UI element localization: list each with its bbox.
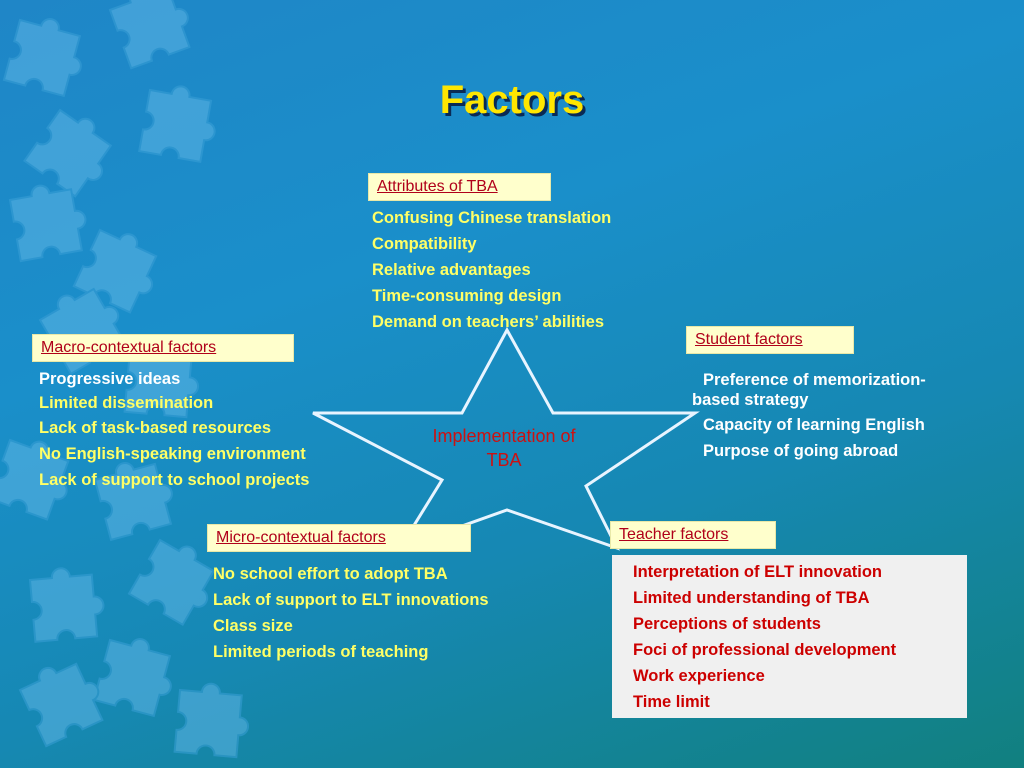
list-item: Time-consuming design	[372, 287, 562, 305]
star-outline	[312, 326, 700, 551]
list-item: Interpretation of ELT innovation	[633, 563, 883, 581]
list-item: Progressive ideas	[39, 370, 181, 388]
list-item: No school effort to adopt TBA	[213, 565, 448, 583]
list-item: No English-speaking environment	[39, 445, 306, 463]
list-item: Time limit	[633, 693, 710, 711]
attributes-label: Attributes of TBA	[368, 173, 551, 201]
list-item: Perceptions of students	[633, 615, 821, 633]
list-item: Lack of support to ELT innovations	[213, 591, 489, 609]
list-item: Work experience	[633, 667, 765, 685]
teacher-list: Interpretation of ELT innovation Limited…	[633, 559, 967, 715]
list-item: Limited understanding of TBA	[633, 589, 870, 607]
list-item: Relative advantages	[372, 261, 531, 279]
teacher-label: Teacher factors	[610, 521, 776, 549]
list-item: Lack of support to school projects	[39, 471, 310, 489]
list-item: Compatibility	[372, 235, 477, 253]
list-item: Purpose of going abroad	[703, 442, 899, 460]
student-list: Preference of memorization- based strate…	[692, 370, 926, 464]
list-item: Confusing Chinese translation	[372, 209, 612, 227]
macro-label: Macro-contextual factors	[32, 334, 294, 362]
attributes-list: Confusing Chinese translation Compatibil…	[372, 205, 611, 335]
micro-list: No school effort to adopt TBA Lack of su…	[213, 561, 489, 665]
list-item: Preference of memorization- based strate…	[692, 371, 926, 409]
list-item: Class size	[213, 617, 293, 635]
macro-list: Progressive ideas Limited dissemination …	[39, 367, 309, 493]
micro-label: Micro-contextual factors	[207, 524, 471, 552]
list-item: Limited periods of teaching	[213, 643, 429, 661]
list-item: Limited dissemination	[39, 394, 214, 412]
list-item: Demand on teachers’ abilities	[372, 313, 604, 331]
page-title: Factors	[439, 78, 585, 122]
teacher-box: Interpretation of ELT innovation Limited…	[612, 555, 967, 718]
list-item: Capacity of learning English	[703, 416, 925, 434]
list-item: Lack of task-based resources	[39, 419, 272, 437]
student-label: Student factors	[686, 326, 854, 354]
center-label: Implementation of TBA	[432, 426, 576, 470]
list-item: Foci of professional development	[633, 641, 897, 659]
